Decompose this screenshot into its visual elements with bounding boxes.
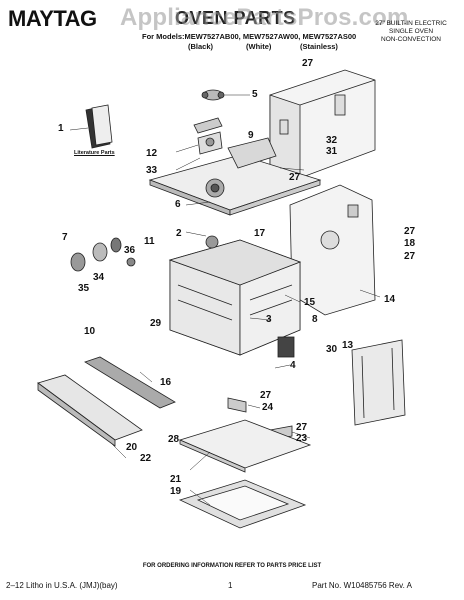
finish-white: (White) — [246, 42, 272, 51]
callout-30: 30 — [326, 344, 338, 355]
part-20-22-lower-trim — [37, 374, 143, 447]
callout-28: 28 — [168, 434, 180, 445]
leader-lines — [69, 94, 381, 506]
callout-32: 32 — [326, 135, 338, 146]
callout-6: 6 — [175, 199, 181, 210]
side-panel-13 — [351, 339, 406, 426]
subtitle-line: 27" BUILT-IN ELECTRIC — [375, 20, 447, 27]
callout-15: 15 — [304, 297, 316, 308]
callout-33: 33 — [146, 165, 158, 176]
subtitle-line: NON-CONVECTION — [381, 36, 441, 43]
callout-27: 27 — [404, 226, 416, 237]
subtitle-line: SINGLE OVEN — [388, 28, 434, 35]
part-8-element — [277, 336, 295, 358]
part-5-connector — [201, 89, 225, 101]
part-10-trim-strip — [84, 356, 176, 409]
callout-27: 27 — [404, 251, 416, 262]
brand-logo: MAYTAG — [8, 6, 97, 31]
page-number: 1 — [228, 581, 233, 590]
part-number: Part No. W10485756 Rev. A — [312, 581, 412, 590]
finish-stainless: (Stainless) — [300, 42, 338, 51]
callout-5: 5 — [252, 89, 258, 100]
callout-20: 20 — [126, 442, 138, 453]
literature-booklet — [85, 104, 113, 149]
callout-1: 1 — [58, 123, 64, 134]
door-frame — [178, 479, 307, 529]
callout-12: 12 — [146, 148, 158, 159]
callout-2: 2 — [176, 228, 182, 239]
callout-8: 8 — [312, 314, 318, 325]
model-list: For Models:MEW7527AB00, MEW7527AW00, MEW… — [142, 32, 357, 41]
callout-13: 13 — [342, 340, 354, 351]
literature-parts-label: Literature Parts — [74, 150, 115, 156]
callout-27: 27 — [296, 422, 308, 433]
product-description: 27" BUILT-IN ELECTRIC SINGLE OVEN NON-CO… — [363, 20, 459, 44]
callout-34: 34 — [93, 272, 105, 283]
page-title: OVEN PARTS — [175, 8, 296, 28]
callout-3: 3 — [266, 314, 272, 325]
callout-22: 22 — [140, 453, 152, 464]
part-12-bracket — [193, 117, 223, 155]
callout-4: 4 — [290, 360, 296, 371]
callout-27: 27 — [260, 390, 272, 401]
callout-14: 14 — [384, 294, 396, 305]
door-inner-panel — [178, 419, 312, 473]
callout-16: 16 — [160, 377, 172, 388]
callout-19: 19 — [170, 486, 182, 497]
top-panel — [148, 154, 322, 216]
callout-23: 23 — [296, 433, 308, 444]
callout-31: 31 — [326, 146, 338, 157]
watermark: AppliancePartsPros.com — [120, 4, 409, 31]
ordering-note: FOR ORDERING INFORMATION REFER TO PARTS … — [142, 563, 322, 569]
side-panel-right — [289, 184, 376, 316]
callout-21: 21 — [170, 474, 182, 485]
callout-11: 11 — [144, 236, 155, 247]
litho-info: 2–12 Litho in U.S.A. (JMJ)(bay) — [6, 581, 118, 590]
callout-27: 27 — [302, 58, 314, 69]
callout-7: 7 — [62, 232, 68, 243]
callout-27: 27 — [289, 172, 301, 183]
rear-panel — [269, 69, 376, 179]
callout-36: 36 — [124, 245, 136, 256]
callout-18: 18 — [404, 238, 416, 249]
oven-cavity — [168, 235, 302, 356]
callout-17: 17 — [254, 228, 266, 239]
finish-black: (Black) — [188, 42, 214, 51]
callout-9: 9 — [248, 130, 254, 141]
callout-35: 35 — [78, 283, 90, 294]
part-24-clip — [227, 397, 247, 413]
callout-24: 24 — [262, 402, 274, 413]
callout-10: 10 — [84, 326, 96, 337]
callout-29: 29 — [150, 318, 162, 329]
vent-channel — [227, 137, 277, 169]
knob-assembly — [70, 237, 136, 272]
